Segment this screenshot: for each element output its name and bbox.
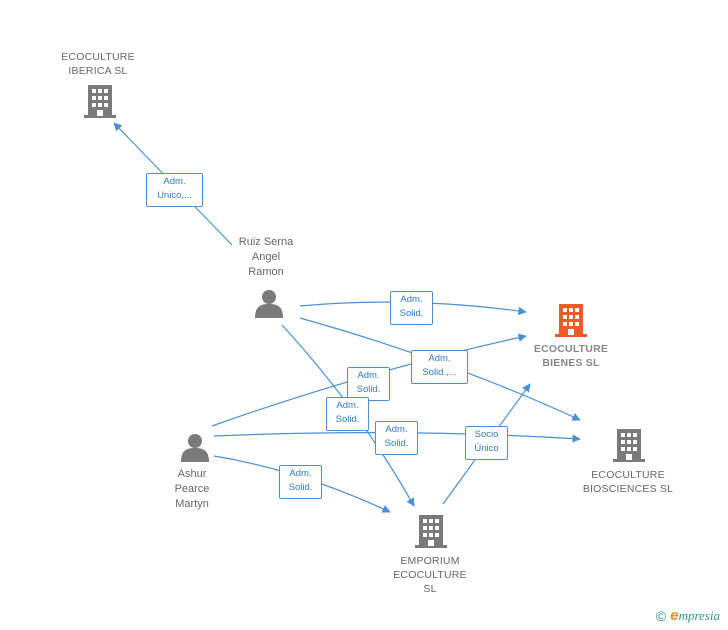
person-icon[interactable]	[181, 434, 209, 462]
edge-label-ruiz-iberica[interactable]: Adm. Unico,...	[146, 173, 203, 207]
node-label-ecoculture-bienes[interactable]: ECOCULTURE BIENES SL	[533, 343, 609, 369]
person-icon[interactable]	[255, 290, 283, 318]
node-label-ashur-pearce[interactable]: Ashur Pearce Martyn	[174, 468, 210, 510]
building-icon[interactable]	[84, 85, 116, 118]
edge-label-ruiz-bienes[interactable]: Adm. Solid.	[390, 291, 433, 325]
brand-name: mpresia	[678, 607, 720, 623]
building-icon[interactable]	[613, 429, 645, 462]
edge-label-ruiz-biosciences[interactable]: Adm. Solid.,...	[411, 350, 468, 384]
edge-label-ruiz-emporium[interactable]: Adm. Solid.	[326, 397, 369, 431]
node-label-ecoculture-biosciences[interactable]: ECOCULTURE BIOSCIENCES SL	[582, 469, 674, 495]
edge-label-ashur-biosciences[interactable]: Adm. Solid.	[375, 421, 418, 455]
brand-logo-e: e	[670, 607, 679, 624]
node-label-ruiz-serna[interactable]: Ruiz Serna Angel Ramon	[238, 236, 294, 278]
building-icon[interactable]	[555, 304, 587, 337]
edge-label-ashur-emporium[interactable]: Adm. Solid.	[279, 465, 322, 499]
node-label-ecoculture-iberica[interactable]: ECOCULTURE IBERICA SL	[61, 51, 135, 77]
node-label-emporium-ecoculture[interactable]: EMPORIUM ECOCULTURE SL	[393, 555, 467, 595]
building-icon[interactable]	[415, 515, 447, 548]
copyright-icon: ©	[655, 607, 667, 624]
edge-label-emporium-bienes[interactable]: Socio Único	[465, 426, 508, 460]
footer-brand: © e mpresia	[656, 607, 720, 624]
edge-label-ashur-bienes[interactable]: Adm. Solid.	[347, 367, 390, 401]
